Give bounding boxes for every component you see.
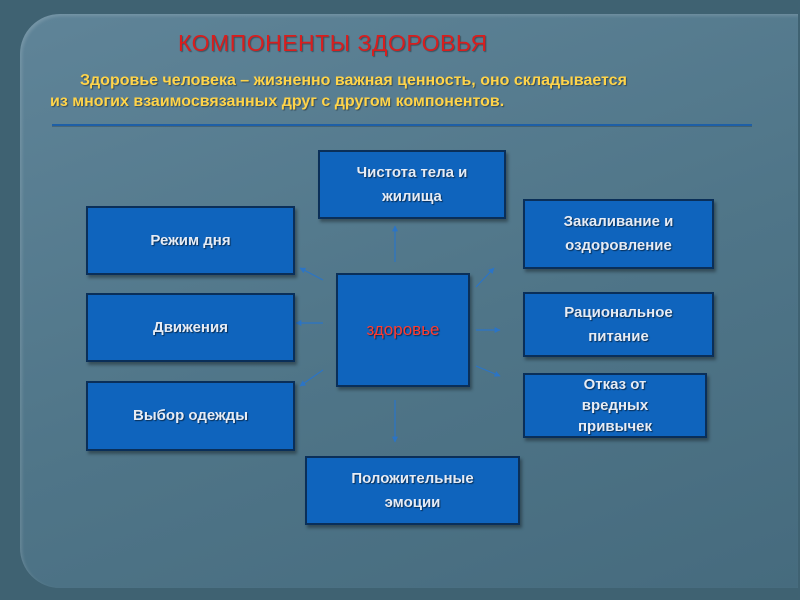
- divider-line: [52, 124, 752, 126]
- node-habits: Отказ от вредных привычек: [523, 373, 707, 438]
- center-node-health: здоровье: [336, 273, 470, 387]
- node-clothing: Выбор одежды: [86, 381, 295, 451]
- subtitle-line-2: из многих взаимосвязанных друг с другом …: [50, 93, 505, 110]
- node-movement: Движения: [86, 293, 295, 362]
- node-emotions: Положительные эмоции: [305, 456, 520, 525]
- node-hardening: Закаливание и оздоровление: [523, 199, 714, 269]
- slide-subtitle: Здоровье человека – жизненно важная ценн…: [50, 70, 760, 112]
- node-nutrition: Рациональное питание: [523, 292, 714, 357]
- node-daily-routine: Режим дня: [86, 206, 295, 275]
- subtitle-line-1: Здоровье человека – жизненно важная ценн…: [80, 72, 627, 89]
- node-cleanliness: Чистота тела и жилища: [318, 150, 506, 219]
- slide-title: КОМПОНЕНТЫ ЗДОРОВЬЯ: [178, 30, 488, 56]
